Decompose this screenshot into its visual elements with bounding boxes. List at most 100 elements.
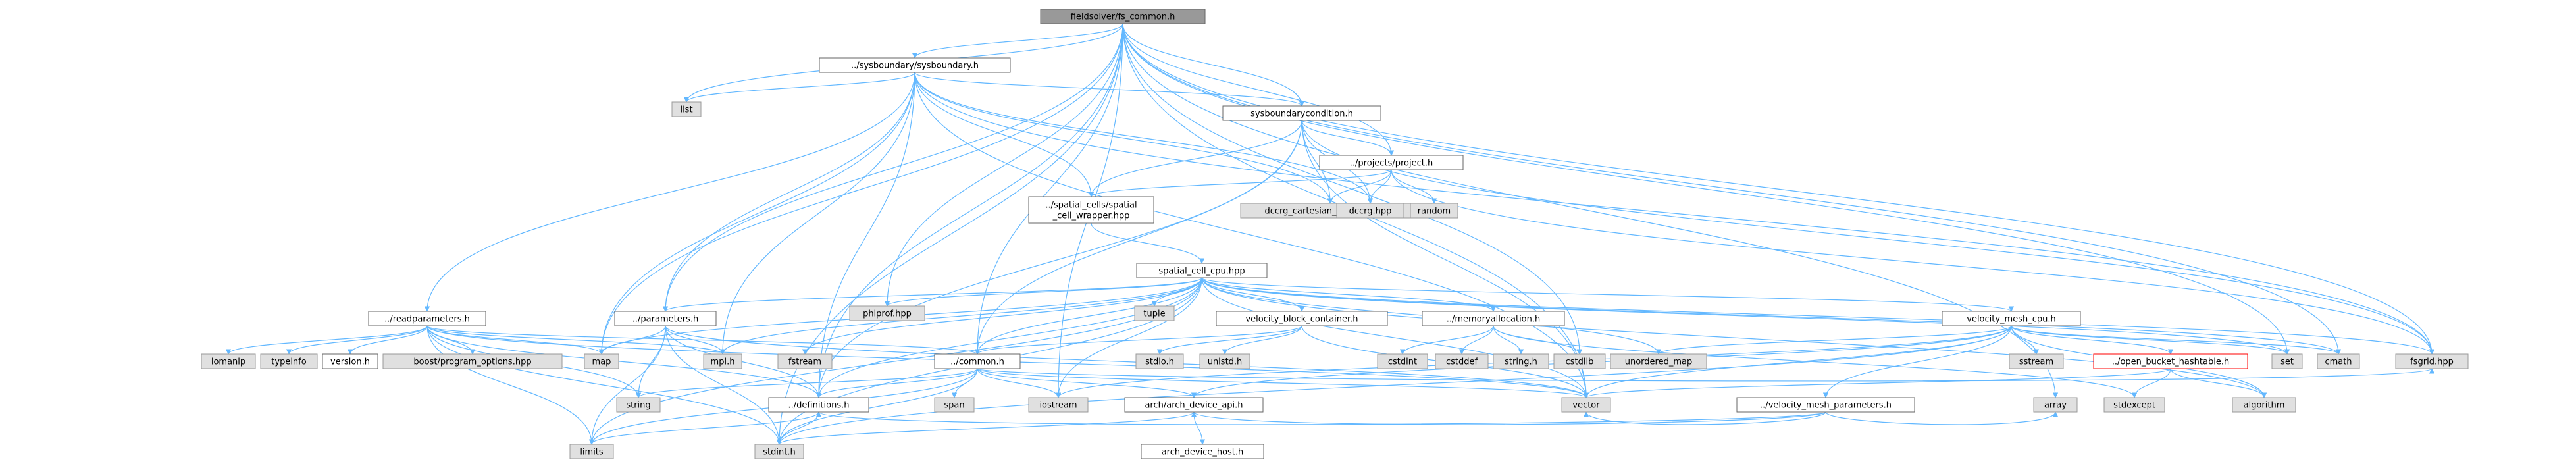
- node-box-cstdlib: [1553, 353, 1606, 369]
- node-arch-device-host[interactable]: arch_device_host.h: [1141, 444, 1264, 459]
- node-project[interactable]: ../projects/project.h: [1319, 155, 1464, 170]
- edge-common-to-definitions: [815, 368, 978, 398]
- node-sysboundarycondition[interactable]: sysboundarycondition.h: [1222, 105, 1381, 121]
- edge-readparameters-to-typeinfo: [286, 325, 428, 355]
- edge-sysboundarycondition-to-definitions: [815, 120, 1302, 398]
- edge-open-bucket-hashtable-to-vector: [1584, 368, 2171, 398]
- node-readparameters[interactable]: ../readparameters.h: [368, 311, 486, 326]
- node-sysboundary[interactable]: ../sysboundary/sysboundary.h: [819, 57, 1011, 73]
- node-string: string: [616, 397, 661, 413]
- node-memoryallocation[interactable]: ../memoryallocation.h: [1422, 311, 1565, 326]
- edge-spatial-cell-cpu-to-vector: [1201, 277, 1589, 398]
- node-box-stdio: [1135, 353, 1184, 369]
- edge-parameters-to-vector: [665, 325, 1589, 398]
- node-label-limits: limits: [580, 448, 604, 457]
- edge-sysboundary-to-list: [683, 72, 915, 103]
- node-spatial-cell-wrapper[interactable]: ../spatial_cells/spatial_cell_wrapper.hp…: [1028, 196, 1154, 224]
- node-label-typeinfo: typeinfo: [271, 357, 306, 367]
- edge-project-to-dccrg: [1367, 169, 1392, 204]
- node-box-readparameters: [368, 311, 486, 326]
- node-label-vector: vector: [1572, 401, 1600, 411]
- node-label-stdio: stdio.h: [1145, 357, 1174, 367]
- edge-spatial-cell-cpu-to-memoryallocation: [1201, 277, 1497, 312]
- node-parameters[interactable]: ../parameters.h: [614, 311, 717, 326]
- edge-root-to-cmath: [1122, 23, 2342, 355]
- node-box-iomanip: [201, 353, 256, 369]
- node-box-map: [584, 353, 619, 369]
- edge-parameters-to-mpi: [665, 325, 726, 355]
- node-box-velocity-mesh-parameters: [1736, 397, 1915, 413]
- edge-velocity-mesh-parameters-to-definitions: [816, 411, 1826, 425]
- node-label-cstdint: cstdint: [1388, 357, 1417, 367]
- edge-spatial-cell-cpu-to-mpi: [719, 277, 1202, 355]
- node-version[interactable]: version.h: [322, 353, 378, 369]
- edge-readparameters-to-stdint: [426, 325, 783, 445]
- node-definitions[interactable]: ../definitions.h: [768, 397, 869, 413]
- node-box-list: [671, 101, 702, 117]
- edge-common-to-string: [635, 368, 978, 398]
- edge-root-to-cstdlib: [1122, 23, 1583, 355]
- node-box-sysboundarycondition: [1222, 105, 1381, 121]
- edge-common-to-arch-device-api: [977, 368, 1197, 398]
- node-box-typeinfo: [260, 353, 318, 369]
- node-label-memoryallocation: ../memoryallocation.h: [1447, 315, 1541, 325]
- edge-velocity-mesh-cpu-to-open-bucket-hashtable: [2011, 325, 2174, 355]
- edge-velocity-block-container-to-unistd: [1222, 325, 1302, 355]
- node-velocity-mesh-cpu[interactable]: velocity_mesh_cpu.h: [1942, 311, 2081, 326]
- edge-spatial-cell-cpu-to-phiprof: [884, 277, 1202, 307]
- edge-spatial-cell-cpu-to-parameters: [663, 277, 1202, 312]
- node-box-parameters: [614, 311, 717, 326]
- node-arch-device-api[interactable]: arch/arch_device_api.h: [1124, 397, 1264, 413]
- node-label-iostream: iostream: [1039, 401, 1077, 411]
- node-box-vector: [1561, 397, 1611, 413]
- edge-spatial-cell-cpu-to-fsgrid: [1201, 277, 2434, 355]
- edge-spatial-cell-cpu-to-definitions: [815, 277, 1202, 398]
- edge-velocity-mesh-parameters-to-array: [1825, 411, 2059, 425]
- node-box-velocity-block-container: [1216, 311, 1388, 326]
- edge-common-to-stdint: [776, 368, 978, 445]
- node-open-bucket-hashtable[interactable]: ../open_bucket_hashtable.h: [2093, 353, 2248, 369]
- edge-sysboundary-to-definitions: [815, 72, 915, 398]
- node-label-project: ../projects/project.h: [1350, 159, 1433, 169]
- node-tuple: tuple: [1134, 305, 1175, 321]
- edge-root-to-map: [598, 23, 1123, 355]
- edge-velocity-mesh-cpu-to-stdint: [776, 325, 2012, 445]
- node-label-sstream: sstream: [2019, 357, 2053, 367]
- node-spatial-cell-cpu[interactable]: spatial_cell_cpu.hpp: [1136, 263, 1268, 278]
- node-box-definitions: [768, 397, 869, 413]
- edge-velocity-mesh-cpu-to-velocity-mesh-parameters: [1822, 325, 2012, 398]
- node-iomanip: iomanip: [201, 353, 256, 369]
- edge-root-to-set: [1122, 23, 2290, 355]
- node-label-velocity-mesh-parameters: ../velocity_mesh_parameters.h: [1760, 401, 1892, 411]
- node-common[interactable]: ../common.h: [934, 353, 1021, 369]
- node-stdexcept: stdexcept: [2103, 397, 2165, 413]
- node-box-fsgrid: [2395, 353, 2469, 369]
- node-label-set: set: [2280, 357, 2294, 367]
- node-unistd: unistd.h: [1199, 353, 1250, 369]
- node-velocity-mesh-parameters[interactable]: ../velocity_mesh_parameters.h: [1736, 397, 1915, 413]
- node-stdint: stdint.h: [754, 444, 804, 459]
- file-nodes: fieldsolver/fs_common.h ../sysboundary/sy…: [201, 9, 2469, 459]
- edge-parameters-to-stdint: [665, 325, 783, 445]
- node-label-cstdlib: cstdlib: [1566, 357, 1594, 367]
- node-unordered-map: unordered_map: [1610, 353, 1707, 369]
- node-label-span: span: [944, 401, 964, 411]
- edge-sysboundary-to-vector: [914, 72, 1589, 398]
- edge-open-bucket-hashtable-to-algorithm: [2170, 368, 2267, 398]
- edge-spatial-cell-cpu-to-common: [974, 277, 1202, 355]
- node-label-root: fieldsolver/fs_common.h: [1071, 13, 1175, 22]
- edge-root-to-stdint: [776, 23, 1123, 445]
- edge-sysboundary-to-fsgrid: [914, 72, 2435, 355]
- edge-open-bucket-hashtable-to-stdexcept: [2131, 368, 2171, 398]
- node-velocity-block-container[interactable]: velocity_block_container.h: [1216, 311, 1388, 326]
- node-box-project: [1319, 155, 1464, 170]
- node-box-limits: [569, 444, 614, 459]
- edge-parameters-to-limits: [588, 325, 666, 445]
- node-box-velocity-mesh-cpu: [1942, 311, 2081, 326]
- node-root[interactable]: fieldsolver/fs_common.h: [1040, 9, 1206, 24]
- node-label-definitions: ../definitions.h: [788, 401, 850, 411]
- node-box-string-h: [1493, 353, 1549, 369]
- node-box-mpi: [703, 353, 742, 369]
- node-label-spatial-cell-wrapper-1: _cell_wrapper.hpp: [1052, 211, 1130, 221]
- node-label-velocity-mesh-cpu: velocity_mesh_cpu.h: [1967, 315, 2056, 325]
